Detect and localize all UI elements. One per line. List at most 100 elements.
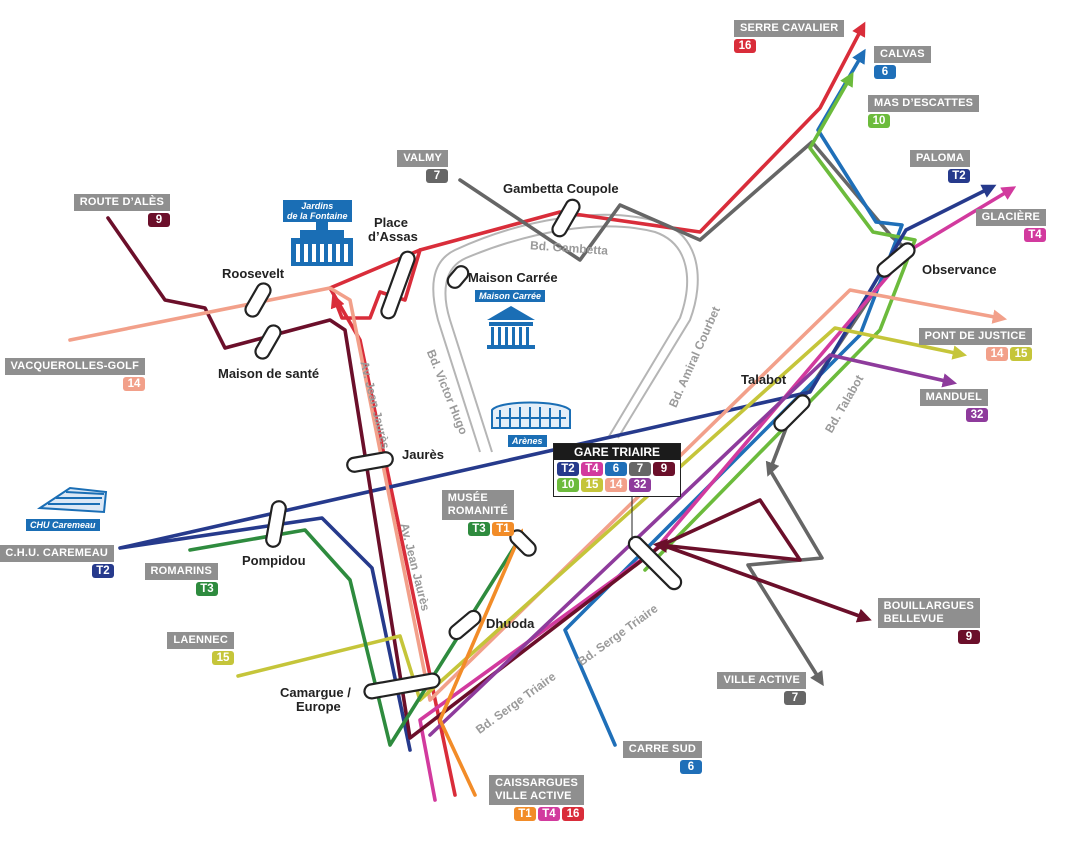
line-badge-t4[interactable]: T4 [538,807,560,821]
chu-caption: CHU Caremeau [26,519,100,531]
stop-marker[interactable] [447,608,484,642]
stop-marker[interactable] [253,323,283,361]
line-badge-9[interactable]: 9 [148,213,170,227]
arenes-icon [491,401,571,429]
line-badge-14[interactable]: 14 [123,377,145,391]
jardins-caption-2: de la Fontaine [287,211,348,221]
stop-marker[interactable] [550,197,582,239]
stop-jaures[interactable]: Jaurès [402,447,444,462]
line-badge-10[interactable]: 10 [557,478,579,492]
line-badge-t1[interactable]: T1 [492,522,514,536]
arenes-caption: Arènes [508,435,547,447]
line-badge-14[interactable]: 14 [605,478,627,492]
line-badge-6[interactable]: 6 [874,65,896,79]
line-badge-t1[interactable]: T1 [514,807,536,821]
route-line-t2 [118,184,997,752]
stop-marker[interactable] [243,281,273,319]
stop-pompidou[interactable]: Pompidou [242,553,306,568]
landmark-chu: CHU Caremeau [26,519,100,531]
stop-marker[interactable] [379,250,416,321]
destination-name: C.H.U. CAREMEAU [0,545,114,562]
line-badge-t2[interactable]: T2 [948,169,970,183]
line-badge-t4[interactable]: T4 [581,462,603,476]
stop-marker[interactable] [875,240,918,279]
destination-name: MANDUEL [919,389,988,406]
route-lines [68,21,1017,802]
stop-maison-sante[interactable]: Maison de santé [218,366,320,381]
line-badge-9[interactable]: 9 [653,462,675,476]
destination-name: ROMARINS [144,563,218,580]
dest-manduel[interactable]: MANDUEL 32 [919,389,988,422]
route-line-32 [428,353,958,737]
line-badge-32[interactable]: 32 [629,478,651,492]
line-badge-15[interactable]: 15 [212,651,234,665]
line-badge-10[interactable]: 10 [868,114,890,128]
dest-romarins[interactable]: ROMARINS T3 [144,563,218,596]
stop-marker[interactable] [363,672,441,700]
line-badge-t2[interactable]: T2 [92,564,114,578]
stop-maison-carree[interactable]: Maison Carrée [468,270,558,285]
line-badge-6[interactable]: 6 [605,462,627,476]
stop-dhuoda[interactable]: Dhuoda [486,616,535,631]
dest-serre-cavalier[interactable]: SERRE CAVALIER 16 [734,20,845,53]
line-badge-7[interactable]: 7 [784,691,806,705]
stop-marker[interactable] [626,534,684,592]
stop-marker[interactable] [445,263,471,290]
destination-lines: 7 [784,691,806,705]
stop-camargue-line1[interactable]: Camargue / [280,685,351,700]
hub-title: GARE TRIAIRE [554,444,680,460]
stop-camargue-line2[interactable]: Europe [296,699,341,714]
dest-chu[interactable]: C.H.U. CAREMEAU T2 [0,545,114,578]
line-badge-6[interactable]: 6 [680,760,702,774]
line-badge-7[interactable]: 7 [426,169,448,183]
line-badge-t3[interactable]: T3 [196,582,218,596]
line-badge-7[interactable]: 7 [629,462,651,476]
stop-observance[interactable]: Observance [922,262,997,277]
line-badge-15[interactable]: 15 [581,478,603,492]
line-badge-15[interactable]: 15 [1010,347,1032,361]
line-badge-16[interactable]: 16 [562,807,584,821]
line-badge-t4[interactable]: T4 [1024,228,1046,242]
stop-place-assas-line1[interactable]: Place [374,215,408,230]
stop-place-assas-line2[interactable]: d’Assas [368,229,418,244]
route-line-14 [68,286,1008,702]
line-badge-9[interactable]: 9 [958,630,980,644]
line-badge-t2[interactable]: T2 [557,462,579,476]
stop-talabot[interactable]: Talabot [741,372,787,387]
landmark-arenes: Arènes [508,435,547,447]
line-badge-16[interactable]: 16 [734,39,756,53]
stop-roosevelt[interactable]: Roosevelt [222,266,285,281]
destination-name: SERRE CAVALIER [734,20,845,37]
line-badge-14[interactable]: 14 [986,347,1008,361]
line-badge-t3[interactable]: T3 [468,522,490,536]
stop-gambetta-coupole[interactable]: Gambetta Coupole [503,181,619,196]
stop-marker[interactable] [265,500,287,548]
stop-marker[interactable] [771,392,812,433]
stop-marker[interactable] [346,451,394,473]
maison-carree-icon [487,306,535,349]
route-line-16 [330,248,422,320]
destination-lines: 16 [734,39,756,53]
line-badge-32[interactable]: 32 [966,408,988,422]
